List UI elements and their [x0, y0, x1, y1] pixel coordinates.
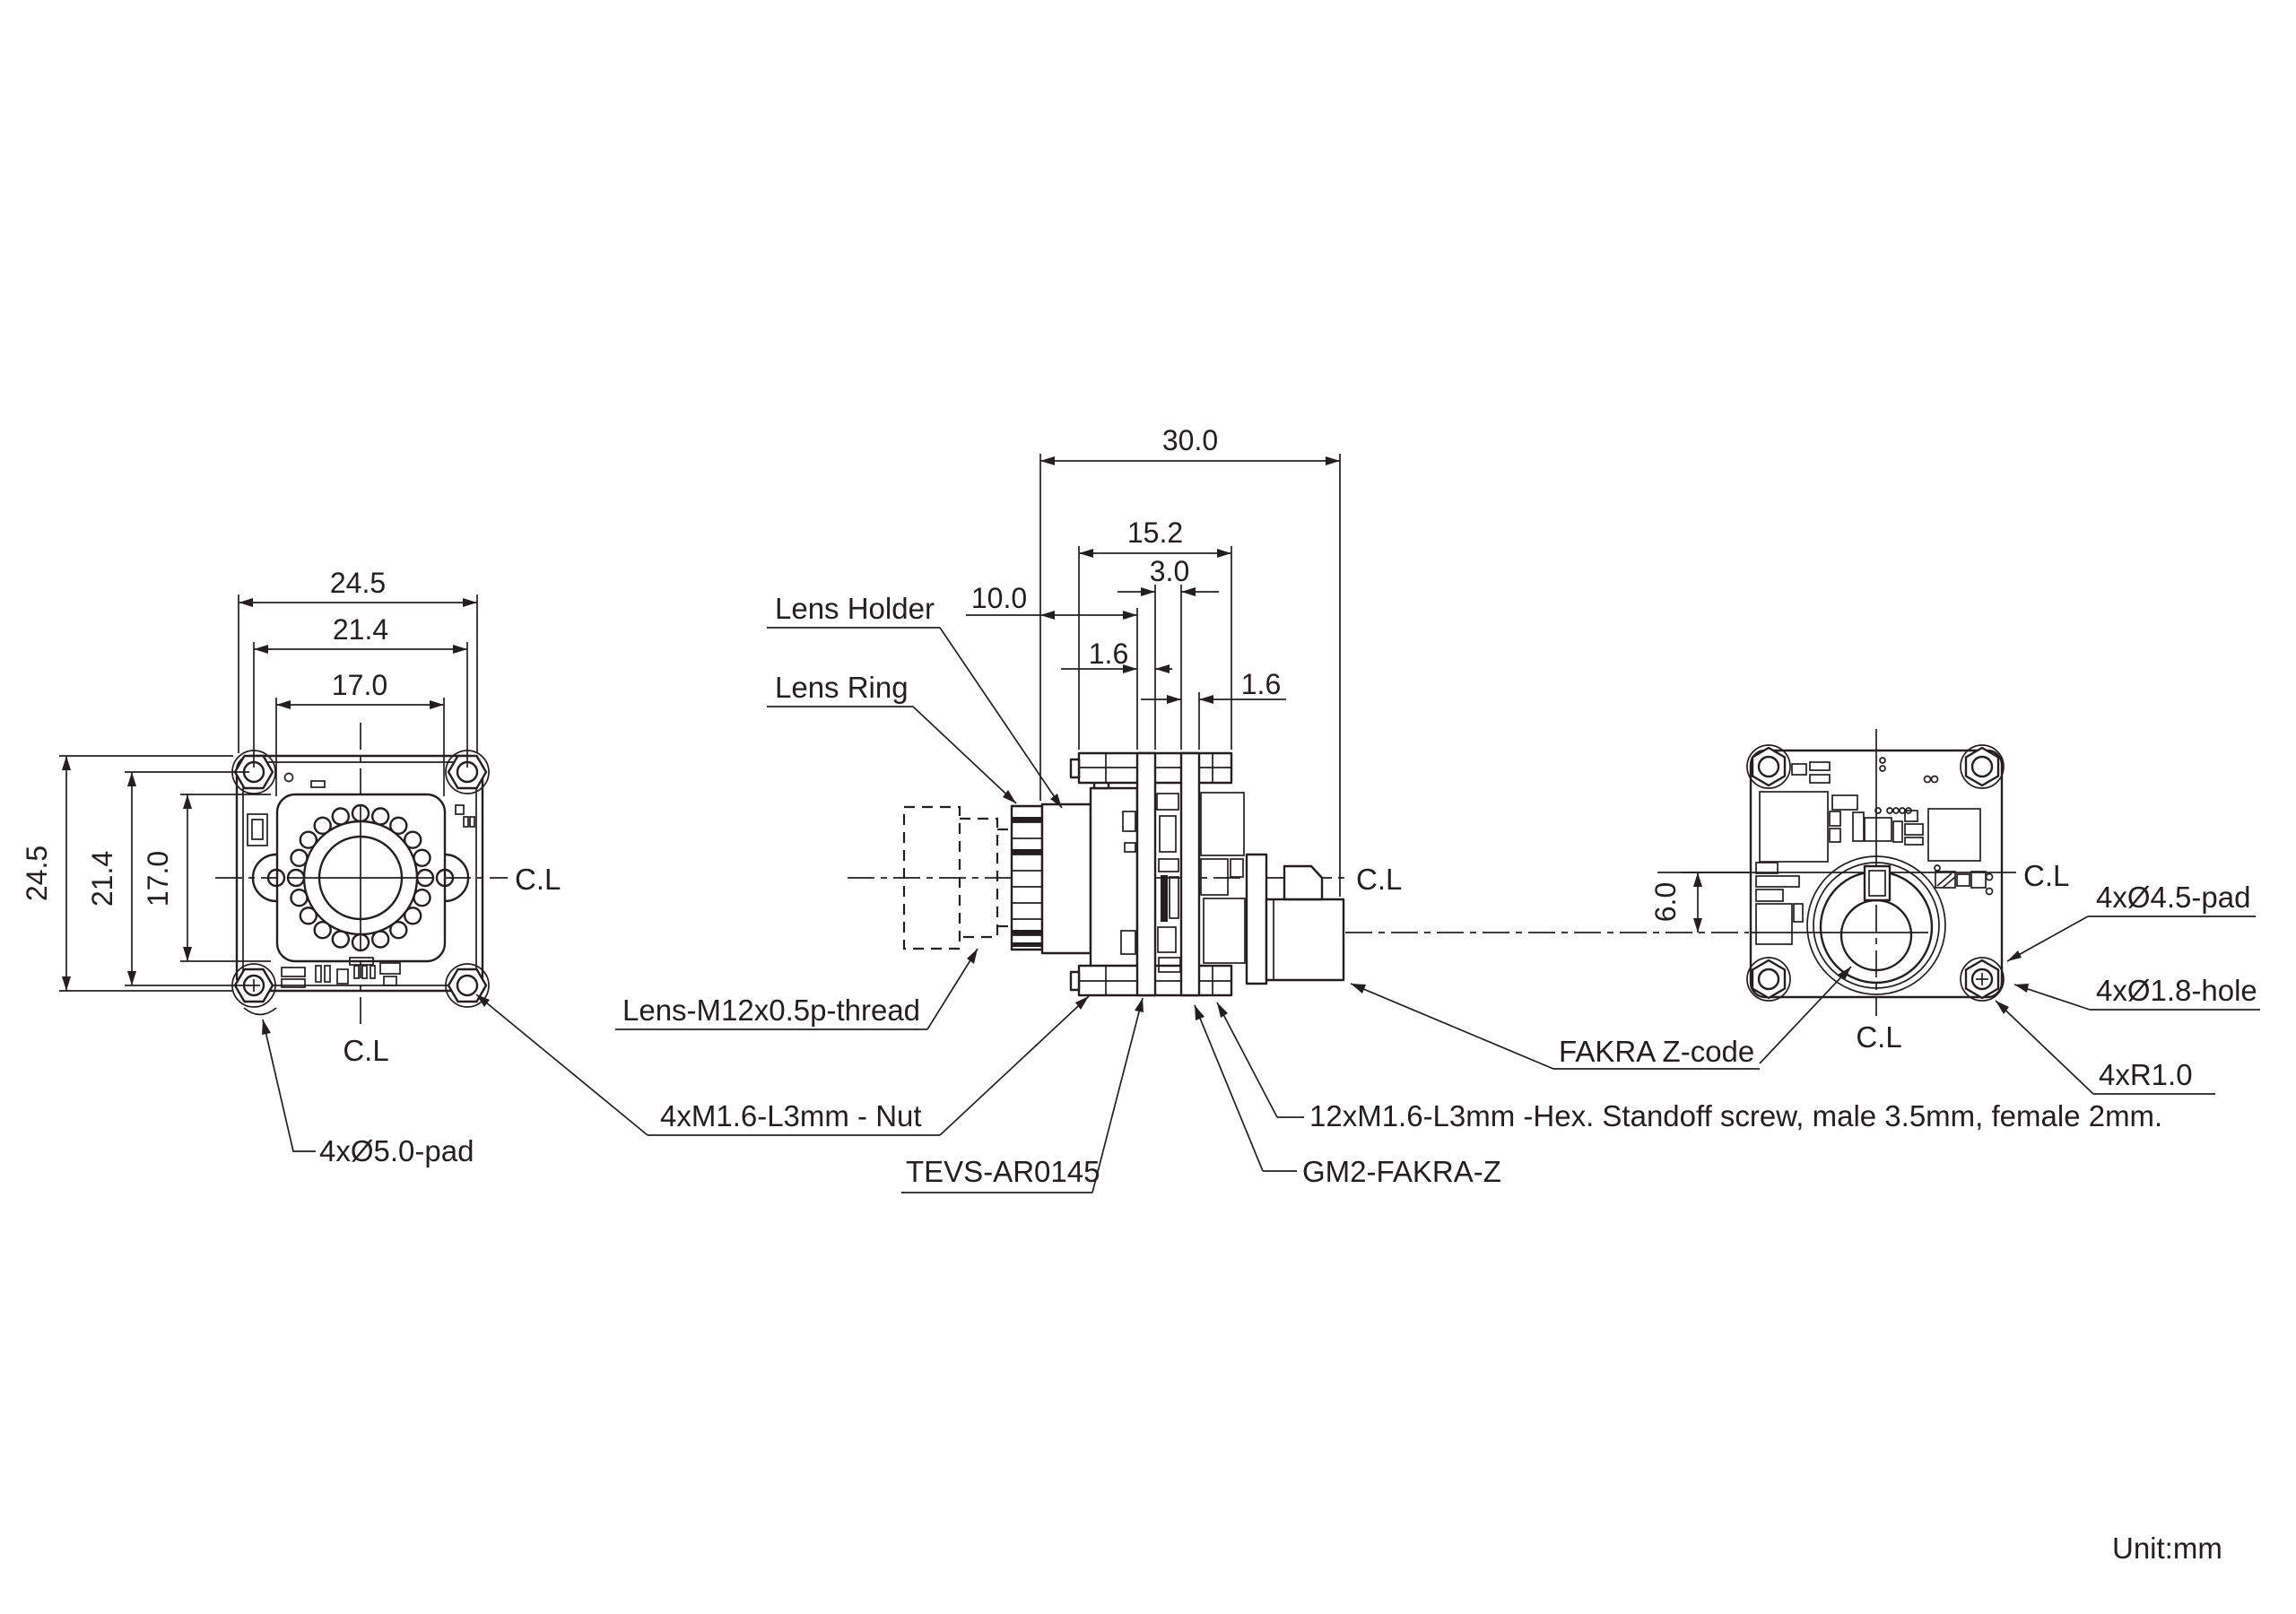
back-fakra-connector: [1806, 855, 1946, 995]
lens-ring-label: Lens Ring: [775, 671, 909, 704]
front-body-outline: [235, 754, 484, 993]
front-lens: [286, 803, 435, 952]
side-dim-holder: 10.0: [971, 582, 1027, 614]
front-dim-width-holes: 17.0: [332, 669, 387, 701]
side-leaders: Lens Holder Lens Ring Lens-M12x0.5p-thre…: [475, 592, 2162, 1193]
front-dim-height-nuts: 21.4: [86, 851, 118, 907]
front-dim-height-outer: 24.5: [21, 846, 53, 901]
front-pad-leader: 4xØ5.0-pad: [262, 1019, 474, 1167]
front-pad-label: 4xØ5.0-pad: [319, 1134, 474, 1167]
front-pcb-components: [247, 772, 475, 988]
back-board-outline: [1749, 749, 2004, 999]
back-pcb-components: [1755, 757, 1994, 945]
nut-label: 4xM1.6-L3mm - Nut: [660, 1099, 922, 1132]
fakra-code-label: FAKRA Z-code: [1559, 1035, 1754, 1068]
front-top-dimensions: 24.5 21.4 17.0: [238, 567, 478, 796]
side-centerline-label: C.L: [1356, 863, 1402, 896]
back-leaders: FAKRA Z-code 4xØ4.5-pad 4xØ1.8-hole 4xR1…: [1350, 881, 2260, 1095]
side-dim-gap: 3.0: [1150, 555, 1189, 587]
side-lens-holder: [1040, 780, 1139, 976]
side-dim-pcb1: 1.6: [1089, 638, 1128, 670]
back-corner-nuts: [1746, 744, 2005, 1002]
front-centerline-bottom-label: C.L: [343, 1034, 388, 1067]
side-pcb2: [1179, 751, 1201, 997]
side-view: 30.0 15.2 3.0 10.0 1.6 1.6 C.L Lens Hold…: [475, 424, 2162, 1193]
back-centerline-bottom-label: C.L: [1856, 1020, 1901, 1054]
board-label: TEVS-AR0145: [906, 1155, 1100, 1188]
front-pad-arc: [243, 1007, 277, 1016]
side-dim-pcb2: 1.6: [1241, 668, 1281, 700]
side-pcb1: [1135, 751, 1157, 997]
front-centerline-right-label: C.L: [515, 863, 561, 896]
back-offset-dimension: 6.0: [1649, 872, 1749, 933]
front-left-dimensions: 24.5 21.4 17.0: [21, 755, 271, 992]
back-centerline-right-label: C.L: [2023, 859, 2069, 892]
front-dim-width-nuts: 21.4: [333, 613, 388, 646]
lens-holder-label: Lens Holder: [775, 592, 935, 625]
standoff-label: 12xM1.6-L3mm -Hex. Standoff screw, male …: [1309, 1099, 2162, 1132]
lens-thread-label: Lens-M12x0.5p-thread: [622, 994, 920, 1027]
side-components: [1120, 792, 1246, 973]
front-pcb-outline: [242, 761, 477, 986]
front-view: 24.5 21.4 17.0 24.5 21.4 17.0 C.L C.L: [21, 567, 561, 1167]
back-dim-offset: 6.0: [1649, 882, 1682, 922]
front-dim-width-outer: 24.5: [330, 567, 386, 599]
side-extension-lines: [1039, 454, 1341, 897]
front-ear-hole-right: [435, 868, 455, 888]
back-hole-label: 4xØ1.8-hole: [2096, 974, 2257, 1007]
front-dim-height-holes: 17.0: [142, 851, 174, 907]
back-pad-label: 4xØ4.5-pad: [2096, 881, 2250, 914]
side-lens-ring: [1010, 804, 1044, 951]
front-ear-hole-left: [266, 868, 286, 888]
side-fakra-connector: [1245, 853, 1345, 985]
side-dim-stack: 15.2: [1127, 516, 1183, 549]
back-view: 6.0 C.L C.L FAKRA Z-code 4xØ4.5-pad 4xØ1…: [1350, 729, 2260, 1095]
back-radius-label: 4xR1.0: [2099, 1058, 2193, 1091]
side-dim-total: 30.0: [1162, 424, 1218, 456]
unit-note: Unit:mm: [2112, 1532, 2222, 1565]
fakra-connector-label: GM2-FAKRA-Z: [1302, 1155, 1501, 1188]
side-lens-dashed: [902, 805, 1012, 950]
side-dimensions: 30.0 15.2 3.0 10.0 1.6 1.6: [966, 424, 1340, 704]
